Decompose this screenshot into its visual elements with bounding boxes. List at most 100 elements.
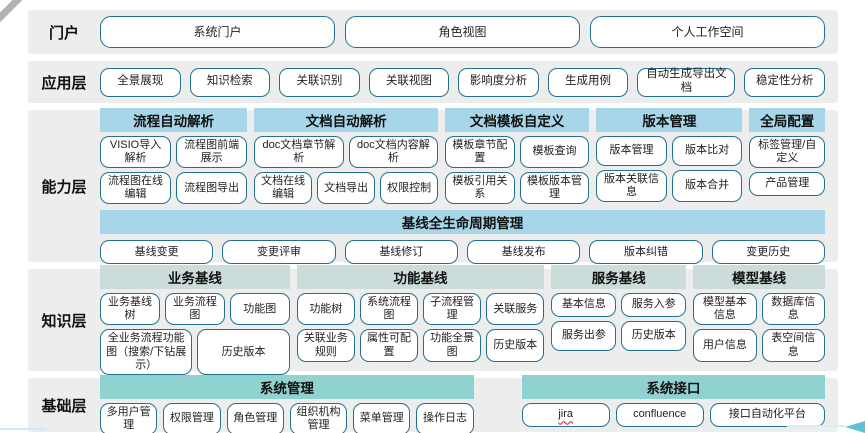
corner-ribbon-decoration — [0, 0, 25, 24]
group-system-management: 系统管理 多用户管理 权限管理 角色管理 组织机构管理 菜单管理 操作日志 — [100, 374, 474, 433]
box-auto-export-doc: 自动生成导出文档 — [637, 67, 736, 97]
diagram-box: 用户信息 — [693, 329, 757, 362]
box-generate-usecase: 生成用例 — [547, 67, 629, 97]
baseline-lifecycle-banner: 基线全生命周期管理 — [100, 210, 825, 235]
box-stability-analysis: 稳定性分析 — [744, 67, 826, 97]
diagram-box: 产品管理 — [749, 172, 825, 196]
diagram-box: 组织机构管理 — [289, 402, 348, 433]
layer-label-knowledge: 知识层 — [41, 312, 87, 330]
diagram-box: 子流程管理 — [423, 293, 482, 326]
diagram-box: 基线发布 — [466, 240, 581, 265]
diagram-box: 表空间信息 — [761, 329, 825, 362]
diagram-box: 菜单管理 — [353, 402, 411, 433]
diagram-box: 标签管理/自定义 — [749, 135, 825, 168]
diagram-box: 流程图前端展示 — [176, 135, 248, 168]
layer-label-portal: 门户 — [48, 24, 79, 42]
diagram-box: 版本关联信息 — [596, 169, 667, 202]
box-relation-view: 关联视图 — [368, 67, 450, 97]
diagram-box: 历史版本 — [197, 329, 290, 375]
diagram-box: 系统流程图 — [359, 293, 419, 326]
diagram-box: 权限管理 — [163, 402, 221, 433]
group-process-auto-parse: 流程自动解析 VISIO导入解析 流程图前端展示 流程图在线编辑 流程图导出 — [100, 107, 248, 205]
diagram-box: 模型基本信息 — [693, 293, 757, 326]
diagram-box: 基本信息 — [551, 293, 617, 318]
layer-label-base: 基础层 — [41, 397, 87, 415]
diagram-box: 业务基线树 — [100, 293, 160, 326]
layer-band-application: 应用层 全景展现 知识检索 关联识别 关联视图 影响度分析 生成用例 自动生成导… — [28, 61, 838, 103]
diagram-box: 多用户管理 — [100, 402, 158, 433]
diagram-box: 属性可配置 — [359, 329, 419, 362]
bottom-left-line-decoration — [0, 428, 46, 430]
diagram-box: 数据库信息 — [761, 293, 825, 326]
diagram-box: 文档导出 — [317, 172, 376, 205]
diagram-box: 服务入参 — [621, 293, 687, 318]
group-header-business-baseline: 业务基线 — [100, 265, 290, 290]
bottom-right-line-decoration — [787, 425, 845, 427]
group-function-baseline: 功能基线 功能树 系统流程图 子流程管理 关联服务 关联业务规则 属性可配置 功… — [296, 265, 545, 375]
group-global-config: 全局配置 标签管理/自定义 产品管理 — [749, 107, 825, 205]
group-header-model-baseline: 模型基线 — [693, 265, 825, 290]
diagram-box: 业务流程图 — [164, 293, 225, 326]
group-system-interface: 系统接口 jira confluence 接口自动化平台 — [521, 374, 825, 433]
diagram-box: 流程图导出 — [176, 172, 248, 205]
diagram-box: 变更评审 — [222, 240, 336, 265]
diagram-box: 权限控制 — [380, 172, 439, 205]
group-model-baseline: 模型基线 模型基本信息 数据库信息 用户信息 表空间信息 — [693, 265, 825, 375]
group-doc-template-custom: 文档模板自定义 模板章节配置 模板查询 模板引用关系 模板版本管理 — [445, 107, 590, 205]
diagram-box-interface-automation: 接口自动化平台 — [709, 402, 825, 427]
diagram-box: doc文档内容解析 — [348, 135, 439, 168]
box-system-portal: 系统门户 — [100, 16, 335, 48]
diagram-box: 版本纠错 — [589, 240, 703, 265]
diagram-box: 模板章节配置 — [445, 135, 515, 168]
diagram-box: 基线修订 — [344, 240, 458, 265]
box-knowledge-search: 知识检索 — [189, 67, 271, 97]
diagram-box: 角色管理 — [226, 402, 284, 433]
diagram-box: 版本比对 — [671, 135, 743, 166]
group-header-doc-auto-parse: 文档自动解析 — [254, 107, 439, 132]
diagram-box: 功能图 — [229, 293, 290, 326]
box-impact-analysis: 影响度分析 — [458, 67, 539, 97]
group-header-global-config: 全局配置 — [749, 107, 825, 132]
diagram-box: 功能树 — [296, 293, 355, 326]
group-header-doc-template-custom: 文档模板自定义 — [445, 107, 590, 132]
layer-label-application: 应用层 — [41, 74, 87, 92]
group-service-baseline: 服务基线 基本信息 服务入参 服务出参 历史版本 — [551, 265, 687, 375]
group-header-service-baseline: 服务基线 — [551, 265, 687, 290]
left-arrow-icon — [845, 421, 865, 433]
layer-band-capability: 能力层 流程自动解析 VISIO导入解析 流程图前端展示 流程图在线编辑 流程图… — [28, 107, 838, 265]
group-business-baseline: 业务基线 业务基线树 业务流程图 功能图 全业务流程功能图（搜索/下钻展示） 历… — [100, 265, 290, 375]
group-header-version-management: 版本管理 — [596, 107, 743, 132]
layer-band-portal: 门户 系统门户 角色视图 个人工作空间 — [28, 10, 838, 54]
diagram-box: 功能全景图 — [423, 329, 482, 362]
diagram-box: 服务出参 — [551, 321, 617, 352]
layer-band-knowledge: 知识层 业务基线 业务基线树 业务流程图 功能图 全业务流程功能图（搜索/下钻展… — [28, 265, 838, 375]
diagram-box: 变更历史 — [711, 240, 825, 265]
group-header-system-interface: 系统接口 — [521, 374, 825, 399]
diagram-box: 基线变更 — [100, 240, 214, 265]
box-panorama-display: 全景展现 — [100, 67, 181, 97]
diagram-box: 历史版本 — [621, 321, 687, 352]
diagram-body: 门户 系统门户 角色视图 个人工作空间 应用层 全景展现 知识检索 关联识别 关… — [28, 10, 838, 433]
diagram-box: 文档在线编辑 — [254, 172, 313, 205]
group-header-function-baseline: 功能基线 — [296, 265, 545, 290]
box-relation-identify: 关联识别 — [279, 67, 360, 97]
diagram-box: 流程图在线编辑 — [100, 172, 172, 205]
diagram-box-confluence: confluence — [615, 402, 704, 427]
diagram-box: 模板引用关系 — [445, 172, 515, 205]
group-header-process-auto-parse: 流程自动解析 — [100, 107, 248, 132]
diagram-box: doc文档章节解析 — [254, 135, 344, 168]
diagram-box: 模板版本管理 — [519, 172, 590, 205]
diagram-box: 历史版本 — [486, 329, 545, 362]
layer-label-capability: 能力层 — [41, 178, 87, 196]
diagram-box: 全业务流程功能图（搜索/下钻展示） — [100, 329, 193, 375]
layer-band-base: 基础层 系统管理 多用户管理 权限管理 角色管理 组织机构管理 菜单管理 操作日… — [28, 374, 838, 433]
diagram-box: 操作日志 — [416, 402, 474, 433]
diagram-box: 版本管理 — [596, 135, 667, 166]
group-version-management: 版本管理 版本管理 版本比对 版本关联信息 版本合并 — [596, 107, 743, 205]
diagram-box: 版本合并 — [671, 169, 743, 202]
diagram-box: 关联业务规则 — [296, 329, 355, 362]
box-personal-workspace: 个人工作空间 — [590, 16, 825, 48]
diagram-box: VISIO导入解析 — [100, 135, 172, 168]
group-doc-auto-parse: 文档自动解析 doc文档章节解析 doc文档内容解析 文档在线编辑 文档导出 权… — [254, 107, 439, 205]
